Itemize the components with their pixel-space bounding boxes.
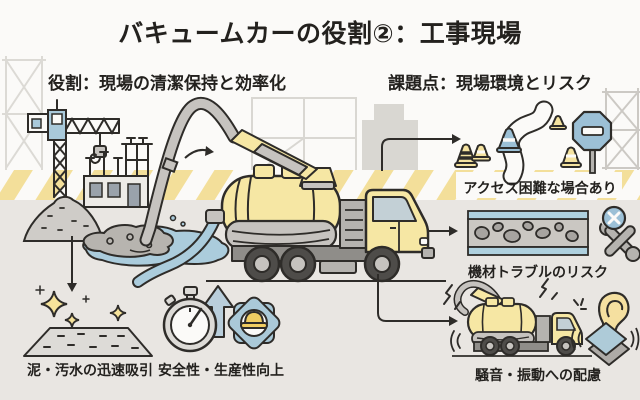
vibration-blocks-icon [571, 322, 640, 366]
stopwatch-up-arrow-gear-helmet-icon [162, 285, 281, 353]
background-upper [0, 0, 640, 171]
stopwatch-icon [162, 286, 218, 353]
role-section-heading: 役割：現場の清潔保持と効率化 [48, 74, 286, 94]
page-title: バキュームカーの役割②：工事現場 [118, 19, 522, 48]
small-vacuum-truck-icon [452, 279, 592, 357]
caption-equipment-trouble: 機材トラブルのリスク [468, 265, 608, 281]
caption-difficult-access: アクセス困難な場合あり [463, 181, 617, 197]
caption-safety-productivity: 安全性・生産性向上 [158, 363, 284, 379]
caption-rapid-suction: 泥・汚水の迅速吸引 [27, 363, 153, 379]
dirt-mound-icon [22, 195, 105, 242]
issues-section-heading: 課題点：現場環境とリスク [388, 74, 592, 94]
gear-helmet-icon [227, 296, 281, 350]
suction-hose-icon [139, 96, 241, 247]
noise-marks-icon [443, 278, 587, 352]
small-vacuum-truck-ear-vibration-icon [443, 278, 640, 366]
sparkling-clean-surface-icon [23, 285, 153, 357]
winding-road-traffic-cones-no-entry-sign-icon [454, 100, 613, 186]
traffic-cone-icon [454, 115, 582, 168]
connector-arrows [377, 134, 461, 326]
discharge-hose-icon [132, 216, 220, 288]
tower-crane-icon [27, 99, 120, 198]
building-under-construction-icon [79, 137, 157, 208]
cab-window [372, 196, 417, 222]
vacuum-truck [205, 129, 446, 283]
caption-band [456, 172, 622, 198]
no-entry-sign-icon [571, 110, 613, 174]
sparkles-icon [35, 285, 127, 328]
crossed-tools-icon [599, 205, 640, 262]
down-arrow-icon [67, 236, 77, 292]
flow-direction-arrow-icon [184, 146, 214, 159]
clogged-pipe-icon [467, 210, 589, 256]
hard-hat-icon [243, 310, 265, 325]
clogged-pipe-crossed-tools-icon [467, 205, 640, 262]
caption-noise-vibration: 騒音・振動への配慮 [475, 368, 601, 384]
